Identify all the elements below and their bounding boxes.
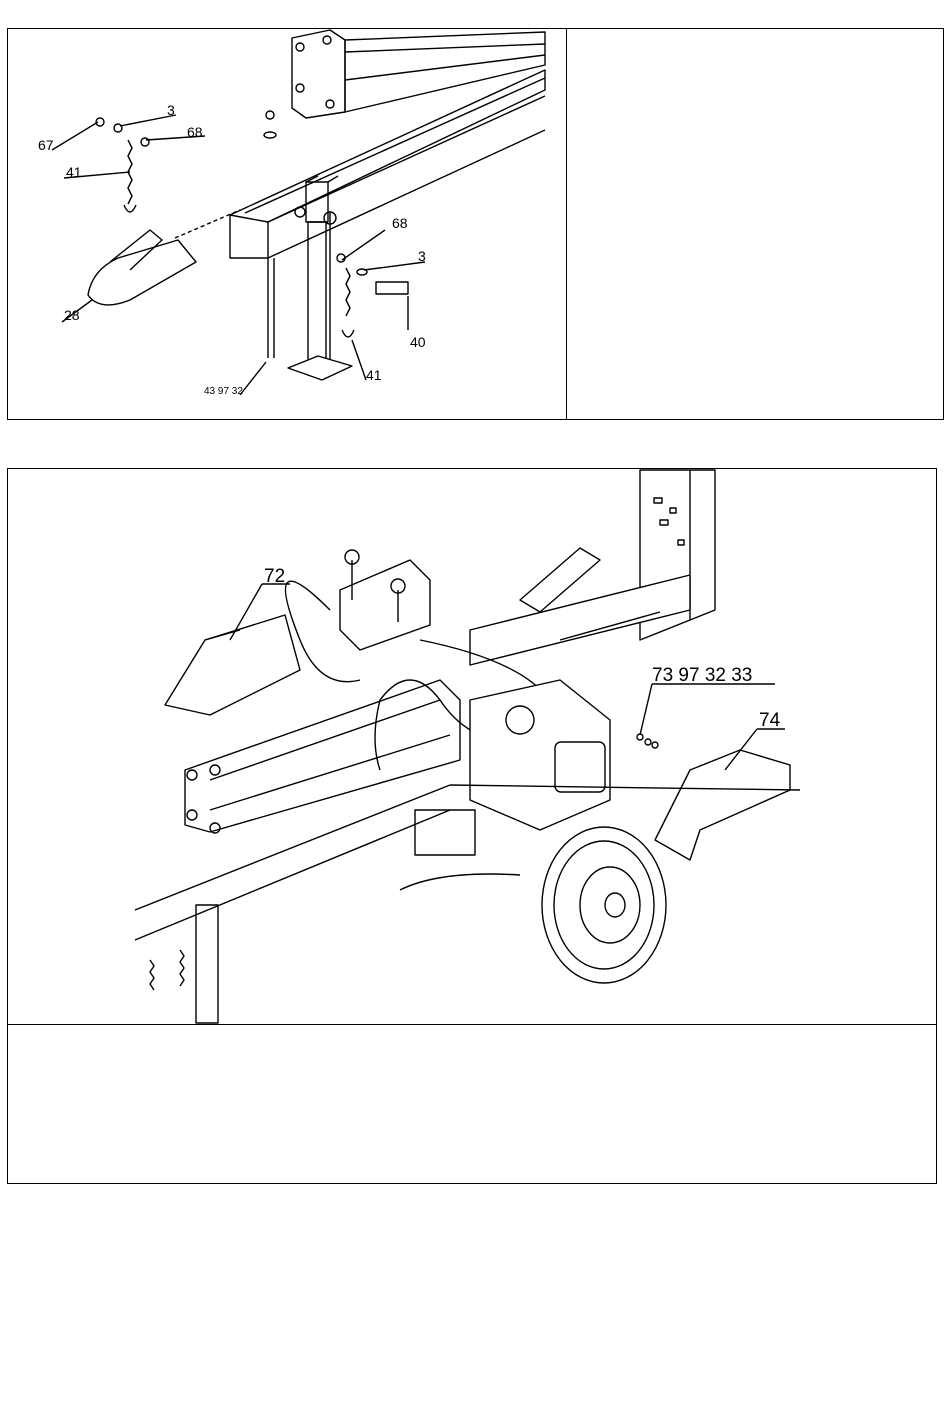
callout-3-top: 3 [167,102,175,118]
main-beam [230,70,545,258]
tow-coupling-icon [88,210,240,305]
callout-67: 67 [38,137,54,153]
figure2-table [7,468,937,1184]
figure2-divider [7,1024,937,1025]
callout-43-97-32: 43 97 32 [204,386,243,397]
callout-41-left: 41 [66,164,82,180]
callout-41-right: 41 [366,367,382,383]
callout-28: 28 [64,307,80,323]
callout-3-right: 3 [418,248,426,264]
safety-chain-right-icon [342,268,354,337]
callout-68-right: 68 [392,215,408,231]
safety-chain-left-icon [124,140,136,212]
callout-40: 40 [410,334,426,350]
callout-68-top: 68 [187,124,203,140]
